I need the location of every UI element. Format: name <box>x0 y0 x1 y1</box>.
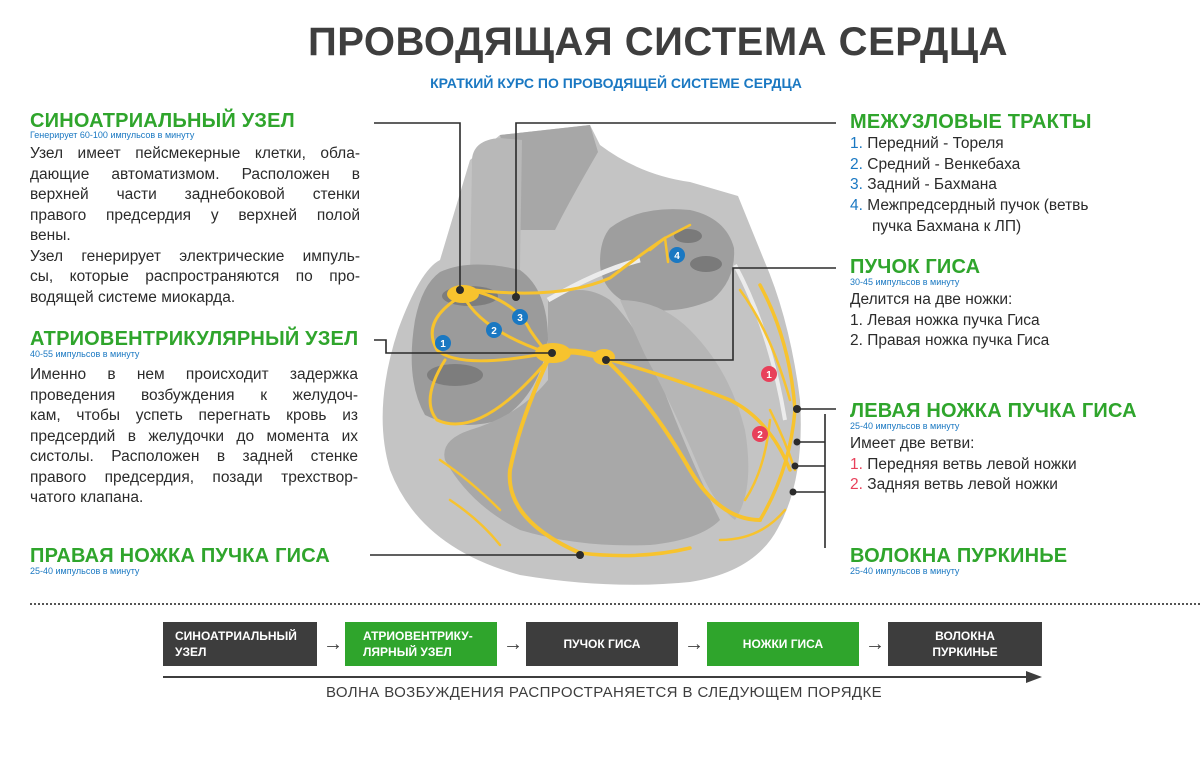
text-line: Узел имеет пейсмекерные клетки, обла- <box>30 145 360 162</box>
flow-step-sa-node: СИНОАТРИАЛЬНЫЙ УЗЕЛ <box>163 622 317 666</box>
text-line: вены. <box>30 227 71 244</box>
flow-step-line: НОЖКИ ГИСА <box>742 637 824 651</box>
flow-step-line: АТРИОВЕНТРИКУ- <box>363 629 473 643</box>
flow-step-purkinje: ВОЛОКНА ПУРКИНЬЕ <box>888 622 1042 666</box>
list-item: 1. Передний - Тореля <box>850 134 1089 155</box>
svg-text:1: 1 <box>766 370 772 381</box>
av-node-title: АТРИОВЕНТРИКУЛЯРНЫЙ УЗЕЛ <box>30 328 359 350</box>
text-line: водящей системе миокарда. <box>30 288 236 306</box>
item-text: Межпредсердный пучок (ветвь <box>867 197 1089 215</box>
list-item-continuation: пучка Бахмана к ЛП) <box>872 217 1022 235</box>
av-node-rate: 40-55 импульсов в минуту <box>30 349 140 359</box>
sa-node-shape <box>447 285 479 303</box>
text-line: систолы. Расположен в задней стенке <box>30 448 358 465</box>
flow-arrow-icon: → <box>323 633 343 655</box>
dotted-divider <box>30 603 1200 605</box>
list-item: 1. Левая ножка пучка Гиса <box>850 311 1040 329</box>
text-line: дающие автоматизмом. Расположен в <box>30 165 360 183</box>
item-number: 4. <box>850 197 863 215</box>
marker-blue-1: 1 <box>435 335 451 351</box>
item-number: 2. <box>850 155 863 173</box>
purkinje-rate: 25-40 импульсов в минуту <box>850 566 960 576</box>
svg-text:4: 4 <box>674 251 680 262</box>
flow-arrow-icon: → <box>503 633 523 655</box>
item-text: Средний - Венкебаха <box>867 155 1021 173</box>
right-bundle-rate: 25-40 импульсов в минуту <box>30 566 140 576</box>
page-title: ПРОВОДЯЩАЯ СИСТЕМА СЕРДЦА <box>307 20 1009 64</box>
item-number: 1. <box>850 135 863 152</box>
purkinje-title: ВОЛОКНА ПУРКИНЬЕ <box>850 545 1068 567</box>
marker-red-2: 2 <box>752 426 768 442</box>
item-text: Задняя ветвь левой ножки <box>867 476 1058 494</box>
flow-step-his-bundle: ПУЧОК ГИСА <box>526 622 678 666</box>
left-bundle-list: Имеет две ветви: 1. Передняя ветвь левой… <box>850 434 1077 496</box>
item-number: 2. <box>850 476 863 494</box>
marker-blue-2: 2 <box>486 322 502 338</box>
wave-arrow-line <box>163 676 1028 678</box>
text-line: предсердий в желудочки до момента их <box>30 427 358 445</box>
flow-step-line: УЗЕЛ <box>175 645 207 659</box>
list-intro: Имеет две ветви: <box>850 435 975 452</box>
svg-text:2: 2 <box>491 326 497 337</box>
item-number: 1. <box>850 455 863 473</box>
list-item: 1. Передняя ветвь левой ножки <box>850 455 1077 476</box>
internodal-list: 1. Передний - Тореля 2. Средний - Венкеб… <box>850 134 1089 238</box>
text-line: кам, чтобы успеть перегнать кровь из <box>30 407 358 424</box>
text-line: правого предсердия, позади трехствор- <box>30 468 358 486</box>
svg-text:1: 1 <box>440 339 446 350</box>
item-text: Передний - Тореля <box>867 135 1004 152</box>
left-bundle-title: ЛЕВАЯ НОЖКА ПУЧКА ГИСА <box>850 400 1137 422</box>
list-item: 2. Правая ножка пучка Гиса <box>850 332 1050 350</box>
list-item: 4. Межпредсердный пучок (ветвь <box>850 196 1089 217</box>
flow-step-line: ПУРКИНЬЕ <box>932 645 998 659</box>
item-number: 3. <box>850 176 863 194</box>
flow-arrow-icon: → <box>865 633 885 655</box>
item-text: Задний - Бахмана <box>867 176 997 194</box>
page-subtitle: КРАТКИЙ КУРС ПО ПРОВОДЯЩЕЙ СИСТЕМЕ СЕРДЦ… <box>430 75 802 91</box>
pointer-dots <box>456 286 801 559</box>
marker-blue-4: 4 <box>669 247 685 263</box>
text-line: сы, которые распространяются по про- <box>30 268 360 285</box>
flow-step-av-node: АТРИОВЕНТРИКУ- ЛЯРНЫЙ УЗЕЛ <box>345 622 497 666</box>
flow-arrow-icon: → <box>684 633 704 655</box>
list-intro: Делится на две ножки: <box>850 291 1013 308</box>
flow-step-line: СИНОАТРИАЛЬНЫЙ <box>175 629 297 643</box>
svg-text:3: 3 <box>517 313 523 324</box>
text-line: правого предсердия у верхней полой <box>30 206 360 224</box>
flow-step-bundle-branches: НОЖКИ ГИСА <box>707 622 859 666</box>
wave-caption: ВОЛНА ВОЗБУЖДЕНИЯ РАСПРОСТРАНЯЕТСЯ В СЛЕ… <box>325 684 883 701</box>
his-bundle-rate: 30-45 импульсов в минуту <box>850 277 960 287</box>
flow-step-line: ВОЛОКНА <box>935 629 995 643</box>
av-node-text: Именно в нем происходит задержка проведе… <box>30 365 358 509</box>
sa-node-title: СИНОАТРИАЛЬНЫЙ УЗЕЛ <box>30 110 295 132</box>
pointer-lines <box>370 122 836 556</box>
his-bundle-list: Делится на две ножки: 1. Левая ножка пуч… <box>850 290 1049 352</box>
text-line: проведения возбуждения к желудоч- <box>30 386 358 404</box>
internodal-title: МЕЖУЗЛОВЫЕ ТРАКТЫ <box>850 111 1092 133</box>
marker-blue-3: 3 <box>512 309 528 325</box>
text-line: верхней части заднебоковой стенки <box>30 186 360 203</box>
sa-node-rate: Генерирует 60-100 импульсов в минуту <box>30 130 195 140</box>
list-item: 2. Средний - Венкебаха <box>850 155 1089 176</box>
right-bundle-title: ПРАВАЯ НОЖКА ПУЧКА ГИСА <box>30 545 331 567</box>
list-item: 2. Задняя ветвь левой ножки <box>850 475 1077 496</box>
flow-step-line: ЛЯРНЫЙ УЗЕЛ <box>363 645 452 659</box>
marker-red-1: 1 <box>761 366 777 382</box>
flow-step-line: ПУЧОК ГИСА <box>563 637 641 651</box>
his-bundle-title: ПУЧОК ГИСА <box>850 256 981 278</box>
conduction-pathways <box>428 223 797 558</box>
item-text: Передняя ветвь левой ножки <box>867 455 1077 473</box>
sa-node-text: Узел имеет пейсмекерные клетки, обла- да… <box>30 144 360 308</box>
wave-arrow-head-icon <box>1026 671 1042 683</box>
list-item: 3. Задний - Бахмана <box>850 175 1089 196</box>
text-line: Именно в нем происходит задержка <box>30 366 358 383</box>
left-bundle-rate: 25-40 импульсов в минуту <box>850 421 960 431</box>
svg-text:2: 2 <box>757 430 763 441</box>
text-line: Узел генерирует электрические импуль- <box>30 247 360 265</box>
text-line: чатого клапана. <box>30 489 144 506</box>
